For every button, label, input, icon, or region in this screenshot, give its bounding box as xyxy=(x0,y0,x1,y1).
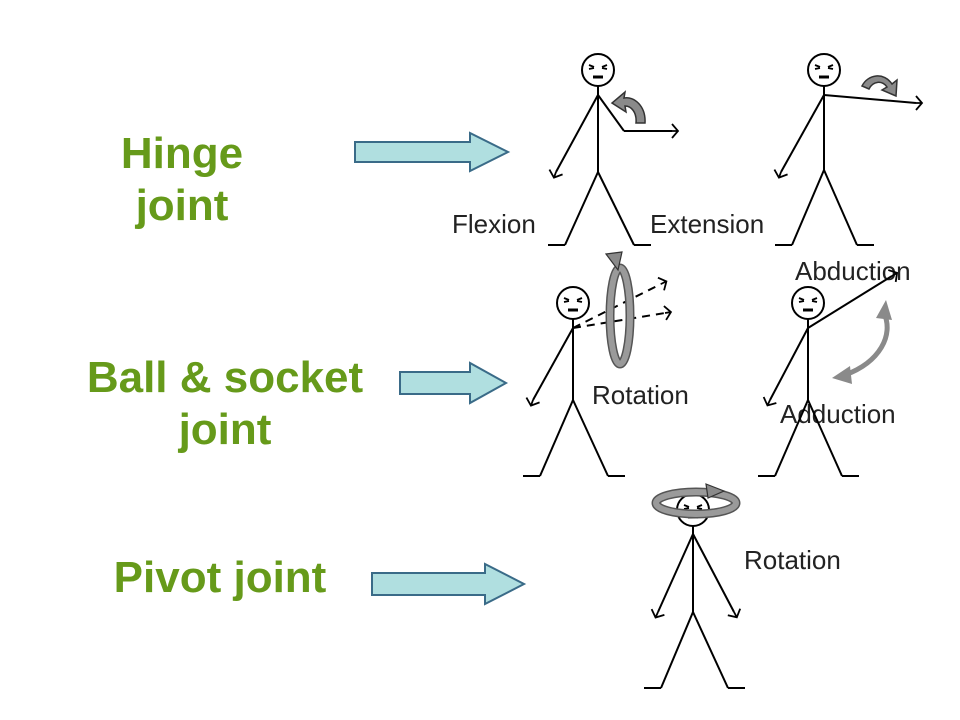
pivot-right-hand-icon xyxy=(726,607,744,622)
ball-heading-line2: joint xyxy=(178,405,272,454)
flexion-left-hand-icon xyxy=(546,168,564,181)
abduction-figure xyxy=(758,275,893,477)
ball-socket-joint-heading: Ball & socket joint xyxy=(60,352,390,456)
rotation-figure xyxy=(523,283,666,477)
rotation-ring-icon xyxy=(604,251,635,369)
pivot-arrow xyxy=(371,562,527,606)
hinge-heading-line2: joint xyxy=(135,181,229,230)
rotation-pivot-label: Rotation xyxy=(744,545,841,575)
adduction-hand-icon xyxy=(760,396,778,410)
rotation-left-hand-icon xyxy=(523,396,541,409)
abduction-adduction-arrow-icon xyxy=(832,300,892,384)
flexion-hand-icon xyxy=(671,123,679,139)
pivot-joint-heading: Pivot joint xyxy=(113,553,327,602)
pivot-figure xyxy=(644,492,745,689)
extension-label: Extension xyxy=(650,209,765,239)
flexion-label: Flexion xyxy=(452,209,536,239)
pivot-rotation-ring-icon xyxy=(651,483,741,519)
adduction-label: Adduction xyxy=(780,399,896,429)
hinge-arrow xyxy=(354,131,511,173)
extension-curved-arrow-icon xyxy=(860,75,898,98)
flexion-curved-arrow-icon xyxy=(610,90,646,124)
extension-hand-icon xyxy=(915,95,923,111)
rotation-hand-up-icon xyxy=(657,274,671,292)
flexion-figure xyxy=(548,52,672,246)
extension-left-hand-icon xyxy=(771,168,789,181)
ball-heading-line1: Ball & socket xyxy=(86,353,364,402)
rotation-ball-label: Rotation xyxy=(592,380,689,410)
extension-figure xyxy=(775,52,917,246)
hinge-heading-line1: Hinge xyxy=(120,129,244,178)
abduction-hand-icon xyxy=(887,265,902,283)
ball-socket-arrow xyxy=(399,361,509,405)
hinge-joint-heading: Hinge joint xyxy=(92,128,272,232)
rotation-hand-side-icon xyxy=(663,304,673,321)
pivot-left-hand-icon xyxy=(648,608,666,622)
